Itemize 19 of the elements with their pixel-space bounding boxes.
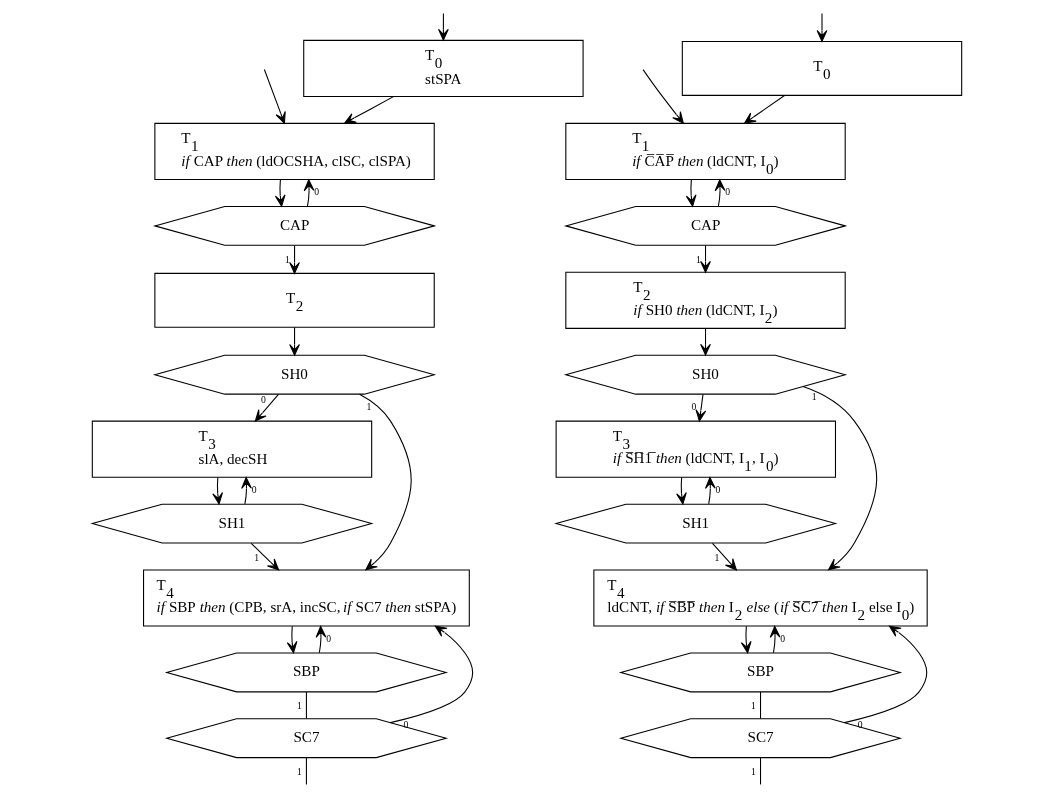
edge-label: 0 xyxy=(403,719,408,731)
edge-label: 0 xyxy=(691,401,696,413)
edge-label: 0 xyxy=(325,633,331,645)
edge-label: 0 xyxy=(251,484,257,496)
edge-label: 1 xyxy=(284,253,290,265)
edge-label: 0 xyxy=(779,633,785,645)
edge-label: 0 xyxy=(260,394,266,406)
edge-label: 0 xyxy=(715,484,720,496)
edge-label: 1 xyxy=(296,765,302,777)
edge-label: 1 xyxy=(253,551,259,563)
edge-label: 0 xyxy=(724,186,730,198)
edge-label: 1 xyxy=(713,552,719,564)
edge-label: 1 xyxy=(750,765,756,777)
edge-label: 1 xyxy=(750,699,756,711)
edge-label: 1 xyxy=(695,253,701,265)
edge-label: 1 xyxy=(296,699,302,711)
edge-label: 0 xyxy=(313,186,319,198)
edge-label: 1 xyxy=(365,400,371,412)
edge-label: 0 xyxy=(857,719,863,731)
